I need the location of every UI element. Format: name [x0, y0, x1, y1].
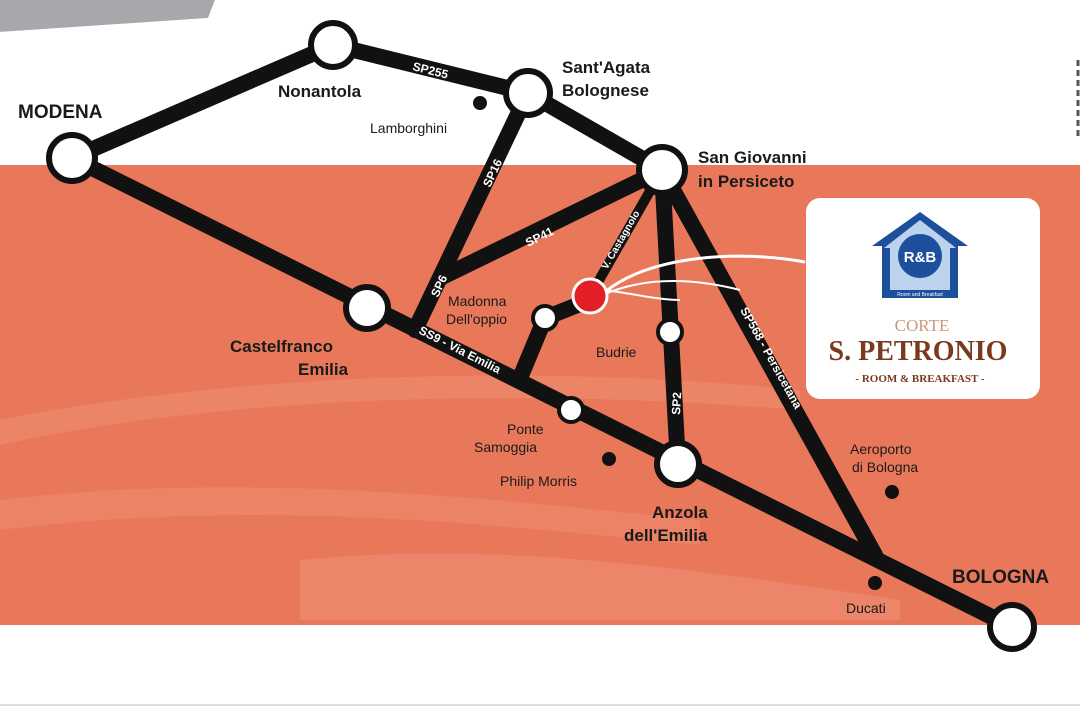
node-budrie [656, 318, 684, 346]
logo-line3: - ROOM & BREAKFAST - [855, 373, 984, 385]
node-castelfranco [343, 284, 391, 332]
node-modena [46, 132, 98, 184]
road-via-emilia [64, 150, 1020, 635]
logo-line2: S. PETRONIO [829, 336, 1008, 367]
node-anzola [654, 440, 702, 488]
label-madonna-1: Madonna [448, 293, 507, 309]
road-sp568 [654, 162, 883, 563]
logo-badge-sub: Room and Breakfast [897, 292, 943, 298]
label-santagata-2: Bolognese [562, 81, 649, 100]
node-sangiovanni [636, 144, 688, 196]
label-anzola-2: dell'Emilia [624, 526, 708, 545]
road-label-sp2: SP2 [669, 391, 684, 415]
road-modena-nonantola [64, 37, 341, 166]
label-santagata-1: Sant'Agata [562, 58, 651, 77]
pointer-line [604, 254, 806, 294]
bnb-logo-card: R&B Room and Breakfast CORTE S. PETRONIO… [806, 198, 1040, 399]
node-nonantola [308, 20, 358, 70]
roads [64, 37, 1020, 635]
road-sp16-sp6 [407, 85, 536, 338]
label-ducati: Ducati [846, 600, 886, 616]
label-bologna: BOLOGNA [952, 567, 1049, 588]
label-aeroporto-1: Aeroporto [850, 441, 912, 457]
logo-line1: CORTE [895, 316, 950, 335]
label-ponte-2: Samoggia [474, 439, 537, 455]
label-lamborghini: Lamborghini [370, 120, 447, 136]
label-madonna-2: Dell'oppio [446, 311, 507, 327]
node-madonna [531, 304, 559, 332]
label-ponte-1: Ponte [507, 421, 544, 437]
logo-badge: R&B [904, 249, 937, 266]
label-sangiovanni-2: in Persiceto [698, 172, 794, 191]
node-santagata [503, 68, 553, 118]
label-nonantola: Nonantola [278, 82, 362, 101]
label-sangiovanni-1: San Giovanni [698, 148, 807, 167]
road-sp255 [325, 37, 536, 101]
road-sp41 [432, 162, 670, 286]
road-sp2 [654, 162, 686, 472]
road-label-sp255: SP255 [411, 59, 450, 81]
label-aeroporto-2: di Bologna [852, 459, 918, 475]
label-budrie: Budrie [596, 344, 637, 360]
location-marker-icon [571, 277, 609, 315]
landmark-dots [473, 96, 899, 590]
label-modena: MODENA [18, 102, 103, 123]
label-castelfranco-2: Emilia [298, 360, 349, 379]
logo-card-bg [806, 198, 1040, 399]
label-castelfranco-1: Castelfranco [230, 337, 333, 356]
photo-corner [0, 0, 215, 32]
label-anzola-1: Anzola [652, 503, 708, 522]
label-philip-morris: Philip Morris [500, 473, 577, 489]
town-nodes [46, 20, 1037, 652]
node-ponte [557, 396, 585, 424]
node-bologna [987, 602, 1037, 652]
